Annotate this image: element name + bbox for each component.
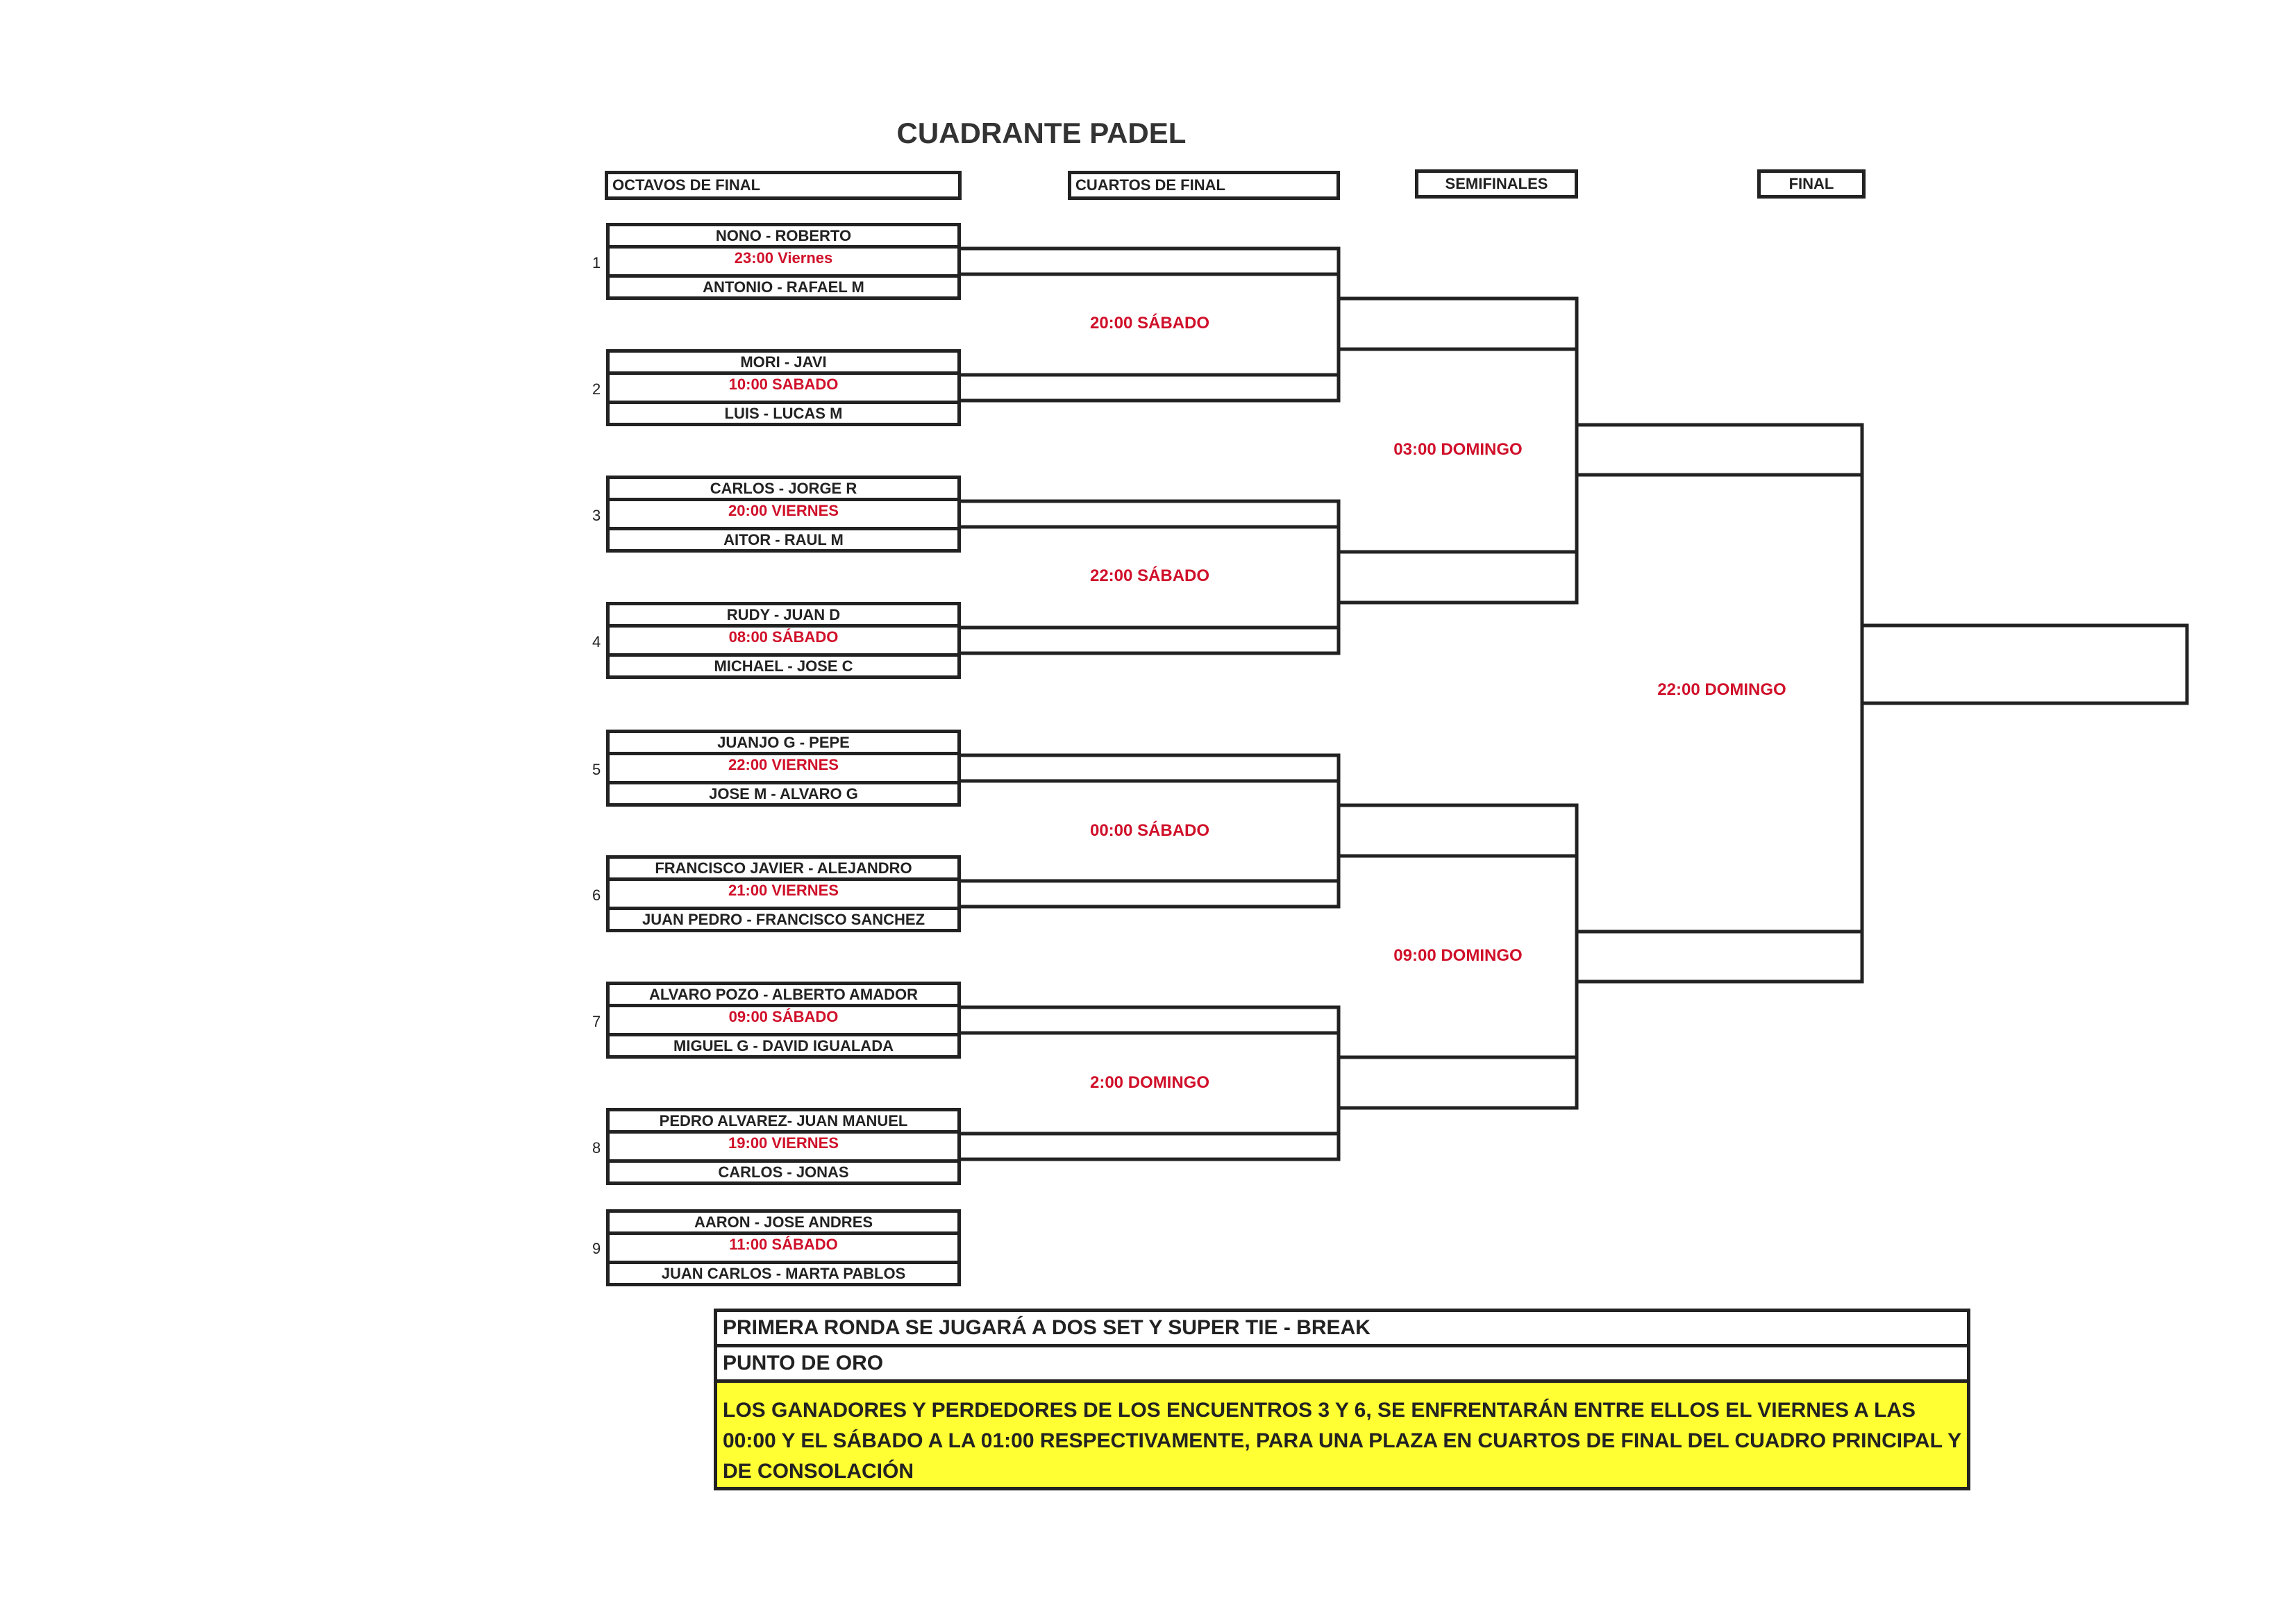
team-2-name: JUAN CARLOS - MARTA PABLOS — [606, 1261, 961, 1286]
cuartos-time-4: 2:00 DOMINGO — [1089, 1073, 1210, 1092]
team-1-name: AARON - JOSE ANDRES — [606, 1209, 961, 1235]
match-4: RUDY - JUAN D 08:00 SÁBADO MICHAEL - JOS… — [606, 602, 961, 679]
connector-cuartos-a — [1339, 296, 1579, 351]
connector-cuartos-c — [1339, 803, 1579, 858]
connector-cuartos-d — [1339, 1055, 1579, 1110]
match-5: JUANJO G - PEPE 22:00 VIERNES JOSE M - A… — [606, 730, 961, 807]
match-number: 1 — [592, 254, 601, 271]
team-2-name: MICHAEL - JOSE C — [606, 653, 961, 679]
connector-match-6 — [961, 879, 1341, 909]
connector-cuartos-b — [1339, 550, 1579, 605]
match-number: 7 — [592, 1013, 601, 1030]
team-2-name: JOSE M - ALVARO G — [606, 781, 961, 807]
match-number: 8 — [592, 1139, 601, 1157]
match-number: 3 — [592, 507, 601, 524]
team-2-name: JUAN PEDRO - FRANCISCO SANCHEZ — [606, 907, 961, 932]
team-1-name: PEDRO ALVAREZ- JUAN MANUEL — [606, 1108, 961, 1134]
semis-time-2: 09:00 DOMINGO — [1393, 946, 1523, 965]
team-1-name: NONO - ROBERTO — [606, 223, 961, 249]
team-2-name: MIGUEL G - DAVID IGUALADA — [606, 1033, 961, 1059]
match-8: PEDRO ALVAREZ- JUAN MANUEL 19:00 VIERNES… — [606, 1108, 961, 1185]
match-time: 09:00 SÁBADO — [606, 1007, 961, 1033]
connector-match-7 — [961, 1005, 1341, 1035]
semis-time-1: 03:00 DOMINGO — [1393, 440, 1523, 459]
team-1-name: JUANJO G - PEPE — [606, 730, 961, 755]
team-1-name: FRANCISCO JAVIER - ALEJANDRO — [606, 855, 961, 881]
team-1-name: CARLOS - JORGE R — [606, 476, 961, 501]
team-1-name: ALVARO POZO - ALBERTO AMADOR — [606, 982, 961, 1007]
connector-match-1 — [961, 246, 1341, 276]
connector-match-2 — [961, 373, 1341, 403]
match-7: ALVARO POZO - ALBERTO AMADOR 09:00 SÁBAD… — [606, 982, 961, 1059]
team-2-name: CARLOS - JONAS — [606, 1159, 961, 1185]
team-2-name: ANTONIO - RAFAEL M — [606, 274, 961, 300]
cuartos-time-2: 22:00 SÁBADO — [1089, 566, 1210, 585]
match-number: 9 — [592, 1240, 601, 1257]
connector-match-4 — [961, 625, 1341, 655]
match-time: 23:00 Viernes — [606, 249, 961, 274]
match-1: NONO - ROBERTO 23:00 Viernes ANTONIO - R… — [606, 223, 961, 300]
match-time: 21:00 VIERNES — [606, 881, 961, 907]
team-1-name: RUDY - JUAN D — [606, 602, 961, 628]
match-number: 4 — [592, 633, 601, 650]
match-time: 19:00 VIERNES — [606, 1134, 961, 1159]
note-consolation: LOS GANADORES Y PERDEDORES DE LOS ENCUEN… — [714, 1379, 1970, 1490]
header-cuartos: CUARTOS DE FINAL — [1068, 171, 1340, 200]
match-6: FRANCISCO JAVIER - ALEJANDRO 21:00 VIERN… — [606, 855, 961, 932]
final-box — [1862, 623, 2189, 705]
match-time: 10:00 SABADO — [606, 375, 961, 401]
connector-semis-a — [1577, 423, 1864, 477]
team-1-name: MORI - JAVI — [606, 349, 961, 375]
connector-match-5 — [961, 753, 1341, 783]
header-semifinales: SEMIFINALES — [1415, 169, 1578, 199]
match-time: 22:00 VIERNES — [606, 755, 961, 781]
connector-semis-b — [1577, 930, 1864, 984]
match-number: 5 — [592, 761, 601, 778]
match-3: CARLOS - JORGE R 20:00 VIERNES AITOR - R… — [606, 476, 961, 553]
match-time: 20:00 VIERNES — [606, 501, 961, 527]
cuartos-time-1: 20:00 SÁBADO — [1089, 314, 1210, 333]
connector-match-8 — [961, 1132, 1341, 1161]
match-number: 6 — [592, 886, 601, 904]
cuartos-time-3: 00:00 SÁBADO — [1089, 821, 1210, 840]
page-title: CUADRANTE PADEL — [896, 117, 1187, 149]
header-final: FINAL — [1757, 169, 1866, 199]
final-time: 22:00 DOMINGO — [1657, 680, 1786, 699]
match-time: 11:00 SÁBADO — [606, 1235, 961, 1261]
note-first-round: PRIMERA RONDA SE JUGARÁ A DOS SET Y SUPE… — [714, 1309, 1970, 1347]
connector-match-3 — [961, 499, 1341, 529]
header-octavos: OCTAVOS DE FINAL — [605, 171, 962, 200]
match-number: 2 — [592, 380, 601, 398]
match-9: AARON - JOSE ANDRES 11:00 SÁBADO JUAN CA… — [606, 1209, 961, 1286]
note-golden-point: PUNTO DE ORO — [714, 1344, 1970, 1383]
match-2: MORI - JAVI 10:00 SABADO LUIS - LUCAS M — [606, 349, 961, 426]
match-time: 08:00 SÁBADO — [606, 628, 961, 653]
team-2-name: AITOR - RAUL M — [606, 527, 961, 553]
team-2-name: LUIS - LUCAS M — [606, 401, 961, 426]
